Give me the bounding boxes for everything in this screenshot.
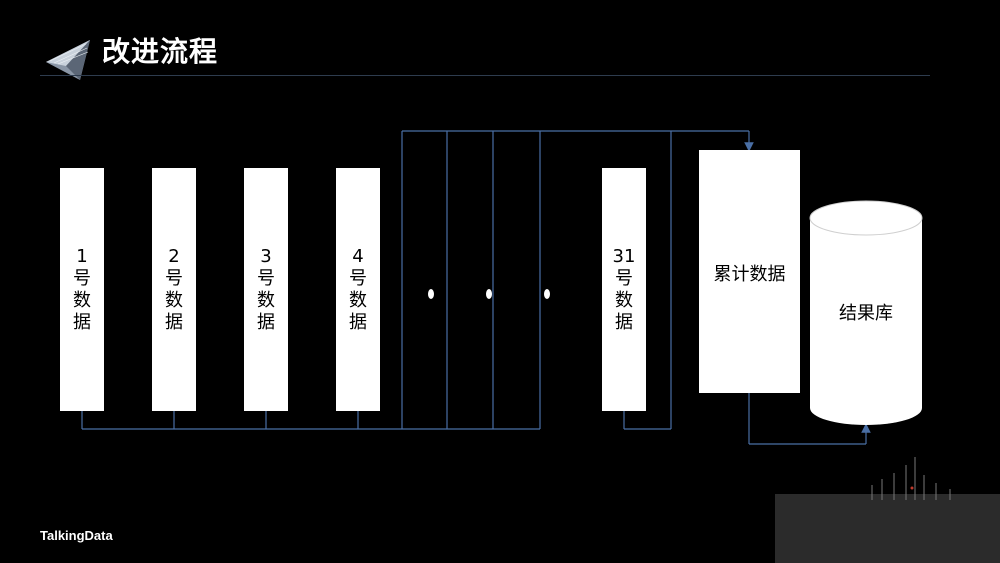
decorative-panel xyxy=(775,494,1000,563)
data-box-4: 4 号 数 据 xyxy=(336,168,380,411)
data-box-2: 2 号 数 据 xyxy=(152,168,196,411)
data-box-char: 据 xyxy=(165,312,183,333)
data-box-char: 号 xyxy=(73,268,91,289)
data-box-char: 数 xyxy=(165,290,183,311)
data-box-num: 31 xyxy=(612,246,636,267)
result-database: 结果库 xyxy=(808,200,924,428)
data-box-num: 1 xyxy=(76,246,88,267)
ellipsis-dot xyxy=(428,289,434,299)
data-box-char: 据 xyxy=(615,312,633,333)
logo-icon xyxy=(44,36,96,86)
cumulative-data-box: 累计数据 xyxy=(699,150,800,393)
data-box-3: 3 号 数 据 xyxy=(244,168,288,411)
data-box-char: 数 xyxy=(73,290,91,311)
title-divider xyxy=(40,75,930,76)
decorative-bars xyxy=(871,457,951,500)
page-title: 改进流程 xyxy=(102,35,219,68)
data-box-char: 据 xyxy=(257,312,275,333)
data-box-num: 4 xyxy=(352,246,364,267)
ellipsis-dot xyxy=(486,289,492,299)
data-box-char: 数 xyxy=(349,290,367,311)
data-box-char: 数 xyxy=(257,290,275,311)
ellipsis-dot xyxy=(544,289,550,299)
data-box-char: 号 xyxy=(165,268,183,289)
database-icon xyxy=(809,200,923,425)
data-box-1: 1 号 数 据 xyxy=(60,168,104,411)
data-box-char: 号 xyxy=(349,268,367,289)
data-box-num: 2 xyxy=(168,246,180,267)
data-box-char: 数 xyxy=(615,290,633,311)
data-box-char: 据 xyxy=(349,312,367,333)
data-box-char: 号 xyxy=(257,268,275,289)
brand-logo-text: TalkingData xyxy=(40,528,113,543)
data-box-num: 3 xyxy=(260,246,272,267)
data-box-31: 31 号 数 据 xyxy=(602,168,646,411)
cumulative-data-label: 累计数据 xyxy=(713,264,786,285)
data-box-char: 据 xyxy=(73,312,91,333)
data-box-char: 号 xyxy=(615,268,633,289)
result-database-label: 结果库 xyxy=(839,303,893,324)
